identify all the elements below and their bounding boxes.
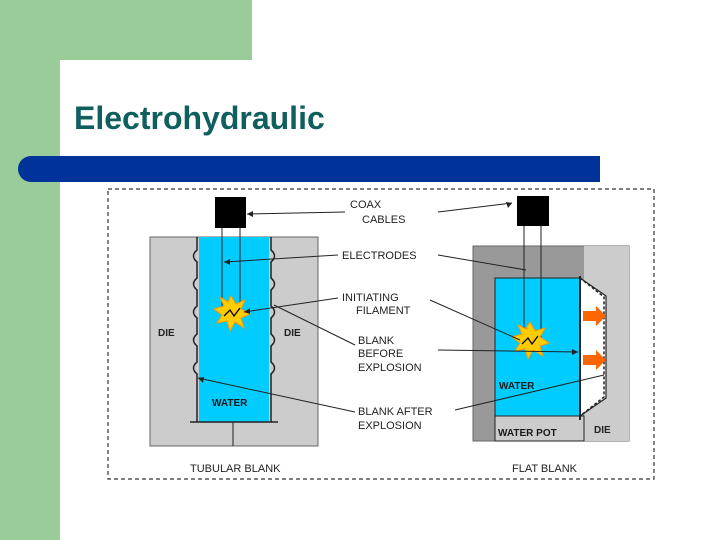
electrodes-label: ELECTRODES xyxy=(342,250,417,262)
pressure-arrow-bottom xyxy=(583,350,606,370)
leader-electrodes-right xyxy=(437,254,527,271)
die-left-label: DIE xyxy=(158,328,175,339)
arrowhead-electrodes-left xyxy=(224,259,230,265)
coax-label-2: CABLES xyxy=(362,214,405,226)
filament-left xyxy=(223,307,241,318)
initiating-label-2: FILAMENT xyxy=(356,305,411,317)
before-label-2: BEFORE xyxy=(358,348,403,360)
filament-right xyxy=(521,335,539,346)
arrowhead-filament-left xyxy=(244,308,250,314)
die-flat-label: DIE xyxy=(594,425,611,436)
slide-title: Electrohydraulic xyxy=(74,100,325,136)
leader-after-right xyxy=(454,374,605,411)
tubular-caption: TUBULAR BLANK xyxy=(190,463,281,475)
spark-right xyxy=(510,320,551,361)
arrowhead-coax-right xyxy=(506,202,512,208)
diagram-frame xyxy=(107,188,655,480)
tubular-blank-right-wall xyxy=(270,237,276,422)
arrowhead-before-right xyxy=(572,349,578,355)
water-right-label: WATER xyxy=(499,381,535,392)
arrowhead-after-left xyxy=(198,377,204,383)
leader-before-right xyxy=(437,349,579,353)
after-label-2: EXPLOSION xyxy=(358,420,422,432)
pressure-arrow-top xyxy=(583,306,606,326)
before-label-1: BLANK xyxy=(358,335,395,347)
leader-electrodes-left xyxy=(223,254,339,263)
leader-after-left xyxy=(197,377,356,413)
water-left-label: WATER xyxy=(212,398,248,409)
leader-before-left xyxy=(273,304,356,346)
after-label-1: BLANK AFTER xyxy=(358,406,433,418)
flat-caption: FLAT BLANK xyxy=(512,463,578,475)
die-cavity xyxy=(579,277,607,417)
die-right-label: DIE xyxy=(284,328,301,339)
left-decor-bar xyxy=(0,0,60,540)
flat-blank-after xyxy=(579,277,605,417)
water-pot-label: WATER POT xyxy=(498,428,557,439)
arrowhead-coax-left xyxy=(247,211,253,217)
before-label-3: EXPLOSION xyxy=(358,362,422,374)
leader-filament-right xyxy=(429,299,521,341)
tubular-water xyxy=(199,237,269,422)
coax-box-right xyxy=(517,196,549,226)
title-underline-bar xyxy=(18,156,600,182)
water-pot-base xyxy=(494,415,585,442)
leader-coax-left xyxy=(246,211,346,215)
coax-box-left xyxy=(215,197,246,228)
top-decor-bar xyxy=(60,0,252,60)
leader-coax-right xyxy=(437,202,513,213)
initiating-label-1: INITIATING xyxy=(342,292,399,304)
tubular-blank-left-wall xyxy=(192,237,198,422)
coax-label-1: COAX xyxy=(350,199,382,211)
leader-filament-left xyxy=(243,297,339,313)
